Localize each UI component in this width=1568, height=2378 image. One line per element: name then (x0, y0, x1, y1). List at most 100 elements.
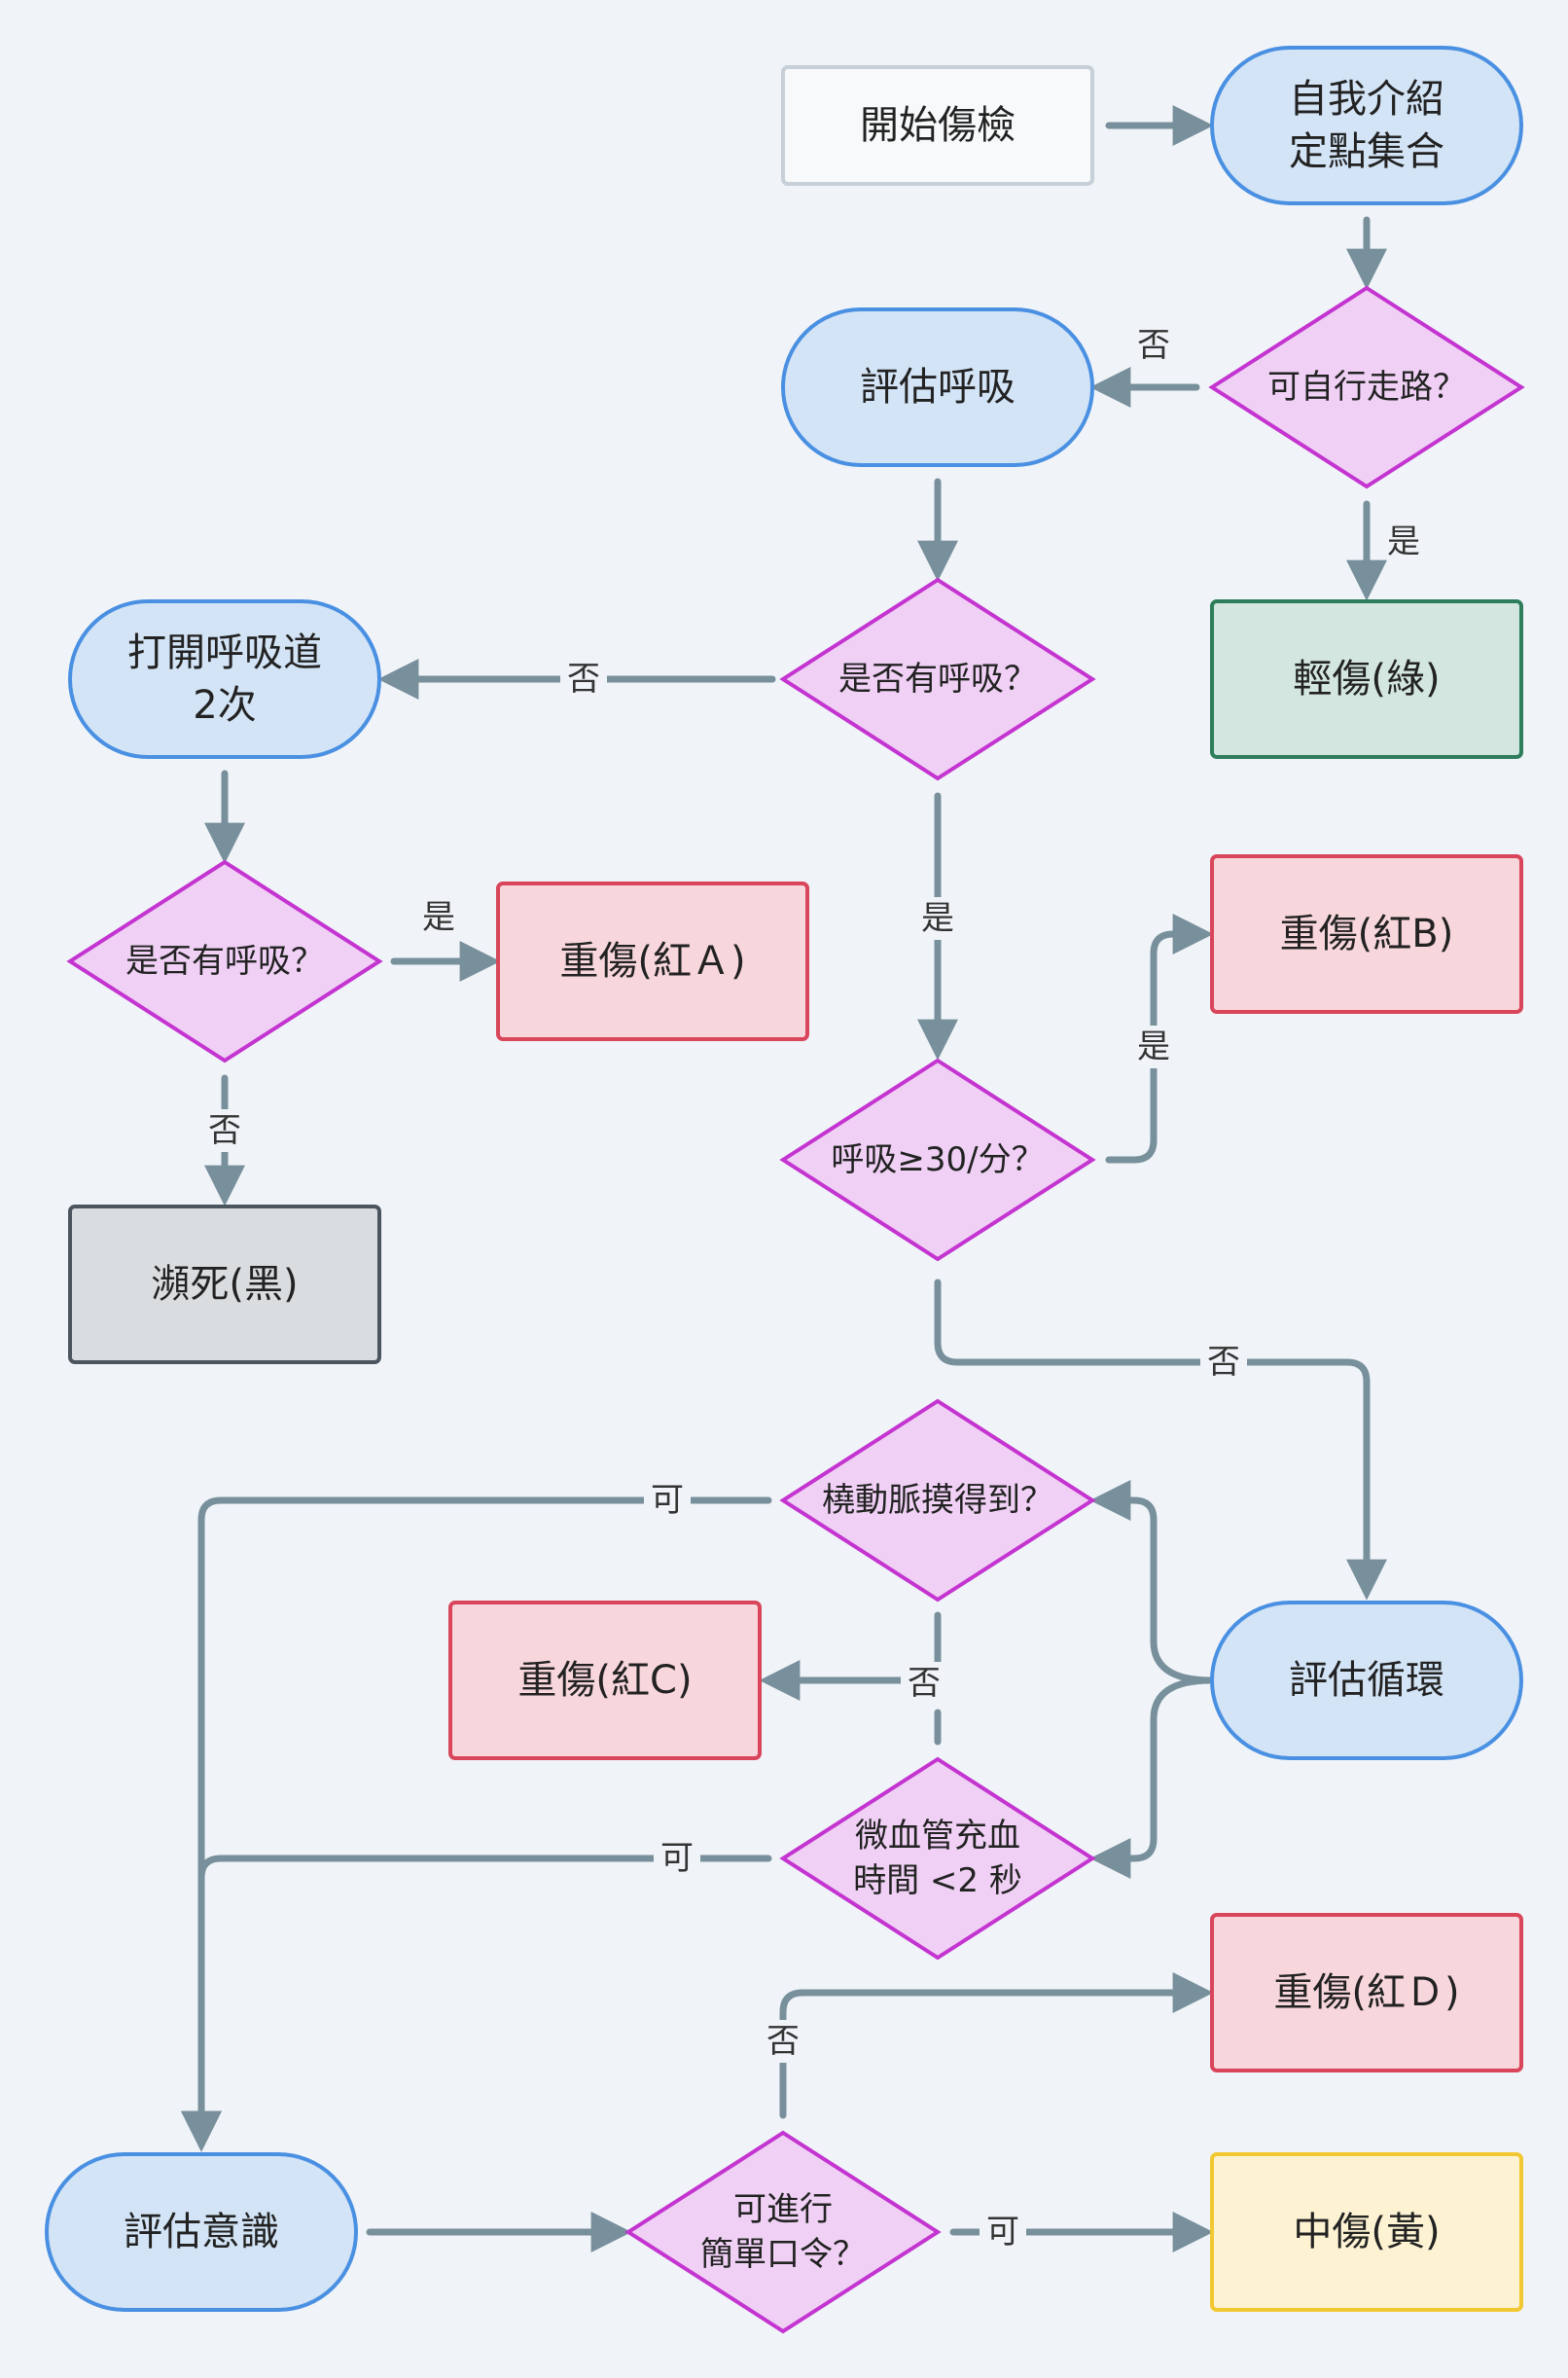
eval-breath-node-label-line-1: 評估呼吸 (860, 365, 1016, 410)
edge-label-background (644, 1479, 691, 1522)
edge-label-breath1-no: 否 (567, 660, 600, 699)
edge-rate-no-line (934, 1279, 1387, 1601)
moderate-yellow-node: 中傷(黃) (1210, 2152, 1523, 2312)
start-node: 開始傷檢 (781, 65, 1094, 186)
edge-command-yes: 可 (949, 2211, 1214, 2253)
intro-node-shape (1210, 46, 1523, 205)
breathing-decision-1: 是否有呼吸？ (779, 577, 1096, 781)
edge-breath2-yes: 是 (390, 898, 501, 982)
dying-black-node: 瀕死(黑) (68, 1205, 381, 1364)
intro-node-label-line-1: 自我介紹 (1289, 77, 1444, 122)
red-c-node-shape (448, 1601, 762, 1760)
pulse-decision-label-line-1: 橈動脈摸得到？ (822, 1481, 1053, 1520)
eval-consciousness-node-shape (45, 2152, 358, 2312)
edge-label-breath2-no: 否 (208, 1111, 241, 1150)
edge-label-cap-yes: 可 (660, 1839, 694, 1878)
edge-label-walk-no: 否 (1137, 326, 1170, 365)
capillary-refill-decision-shape (779, 1756, 1096, 1961)
edge-label-breath2-yes: 是 (422, 898, 455, 937)
edge-circ-caprefill (1089, 1676, 1215, 1879)
red-a-node-label-line-1: 重傷(紅Ａ) (559, 939, 745, 984)
edge-pulse-yes: 可 (181, 1479, 772, 2152)
eval-consciousness-node: 評估意識 (45, 2152, 358, 2312)
breathing-decision-2-shape (66, 859, 383, 1063)
edge-label-rate-no: 否 (1207, 1343, 1240, 1382)
minor-green-node-shape (1210, 599, 1523, 759)
start-node-shape (781, 65, 1094, 186)
edge-circ-pulse-line (1089, 1480, 1215, 1684)
edge-command-no-line (779, 1972, 1214, 2119)
edge-walk-yes: 是 (1346, 500, 1420, 601)
edge-label-command-yes: 可 (986, 2213, 1019, 2252)
command-decision-label-line-1: 可進行 (733, 2190, 833, 2229)
breathing-decision-2-label-line-1: 是否有呼吸？ (125, 942, 324, 981)
edge-label-background (654, 1837, 700, 1880)
minor-green-node: 輕傷(綠) (1210, 599, 1523, 759)
rate-decision: 呼吸≥30/分？ (779, 1058, 1096, 1262)
edge-label-background (560, 658, 607, 701)
eval-circulation-node-shape (1210, 1601, 1523, 1760)
edge-label-background (980, 2211, 1026, 2253)
edge-breath1-yes: 是 (914, 792, 961, 1061)
breathing-decision-2: 是否有呼吸？ (66, 859, 383, 1063)
red-b-node: 重傷(紅B) (1210, 854, 1523, 1014)
walk-decision: 可自行走路？ (1208, 285, 1525, 489)
edge-label-breath1-yes: 是 (921, 899, 954, 938)
pulse-decision-shape (779, 1398, 1096, 1603)
red-c-node-label-line-1: 重傷(紅C) (517, 1658, 692, 1703)
rate-decision-shape (779, 1058, 1096, 1262)
edge-breath2-no: 否 (201, 1074, 248, 1207)
open-airway-node-label-line-2: 2次 (193, 683, 256, 728)
moderate-yellow-node-label-line-1: 中傷(黃) (1293, 2210, 1440, 2254)
walk-decision-shape (1208, 285, 1525, 489)
red-b-node-shape (1210, 854, 1523, 1014)
eval-breath-node: 評估呼吸 (781, 307, 1094, 467)
edge-label-background (1130, 1026, 1177, 1068)
red-d-node-shape (1210, 1913, 1523, 2072)
edge-label-background (901, 1662, 947, 1705)
eval-breath-node-shape (781, 307, 1094, 467)
eval-consciousness-node-label-line-1: 評估意識 (124, 2210, 279, 2254)
open-airway-node-label-line-1: 打開呼吸道 (127, 631, 322, 675)
red-b-node-label-line-1: 重傷(紅B) (1280, 912, 1454, 956)
edge-pulse-yes-line (181, 1496, 772, 2152)
start-node-label-line-1: 開始傷檢 (860, 103, 1016, 148)
edge-label-rate-yes: 是 (1137, 1027, 1170, 1066)
eval-circulation-node-label-line-1: 評估循環 (1289, 1658, 1444, 1703)
edge-cap-yes-line (181, 1855, 772, 2152)
edge-label-pulse-no: 否 (908, 1664, 941, 1703)
edge-command-no: 否 (760, 1972, 1214, 2119)
edge-label-command-no: 否 (766, 2022, 800, 2061)
breathing-decision-1-label-line-1: 是否有呼吸？ (838, 660, 1037, 699)
red-d-node-label-line-1: 重傷(紅Ｄ) (1273, 1970, 1459, 2015)
rate-decision-label-line-1: 呼吸≥30/分？ (831, 1140, 1044, 1179)
edge-cap-yes: 可 (181, 1837, 772, 2152)
red-a-node-shape (496, 882, 809, 1041)
red-c-node: 重傷(紅C) (448, 1601, 762, 1760)
edge-rate-no: 否 (934, 1279, 1387, 1601)
red-a-node: 重傷(紅Ａ) (496, 882, 809, 1041)
edge-circ-pulse (1089, 1480, 1215, 1684)
edge-label-pulse-yes: 可 (651, 1481, 684, 1520)
breathing-decision-1-shape (779, 577, 1096, 781)
edge-label-background (914, 897, 961, 940)
edge-label-walk-yes: 是 (1387, 522, 1420, 561)
eval-circulation-node: 評估循環 (1210, 1601, 1523, 1760)
open-airway-node: 打開呼吸道 2次 (68, 599, 381, 759)
capillary-refill-decision-label-line-1: 微血管充血 (855, 1817, 1020, 1856)
walk-decision-label-line-1: 可自行走路？ (1267, 368, 1466, 407)
command-decision-shape (624, 2130, 942, 2334)
moderate-yellow-node-shape (1210, 2152, 1523, 2312)
dying-black-node-label-line-1: 瀕死(黑) (151, 1262, 298, 1307)
red-d-node: 重傷(紅Ｄ) (1210, 1913, 1523, 2072)
command-decision-label-line-2: 簡單口令？ (700, 2235, 866, 2274)
edge-label-background (1200, 1341, 1247, 1384)
edge-circ-caprefill-line (1089, 1676, 1215, 1879)
open-airway-node-shape (68, 599, 381, 759)
edge-walk-no: 否 (1089, 326, 1200, 408)
